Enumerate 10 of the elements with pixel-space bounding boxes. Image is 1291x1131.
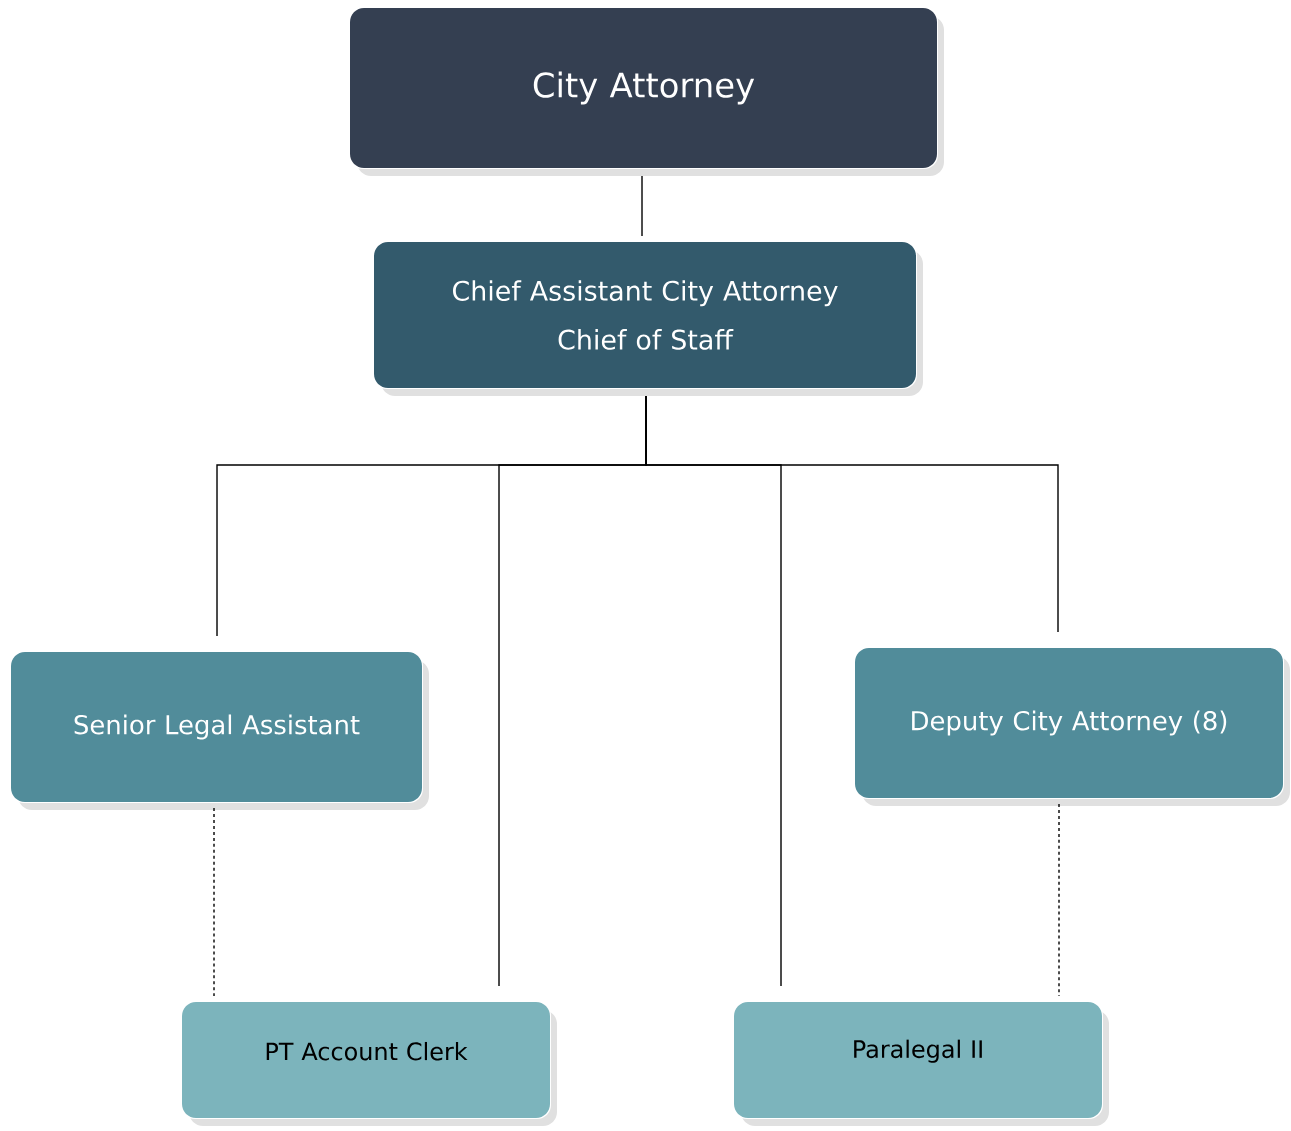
connector-line — [645, 395, 1059, 633]
org-box: Paralegal II — [733, 1001, 1109, 1126]
org-box: Senior Legal Assistant — [10, 651, 429, 810]
connector-line — [1058, 803, 1060, 997]
connector-line — [213, 807, 215, 997]
org-box: Chief Assistant City Attorney Chief of Staff — [373, 241, 923, 396]
org-box: PT Account Clerk — [181, 1001, 557, 1126]
org-box: City Attorney — [349, 7, 944, 176]
connector-line — [641, 175, 643, 237]
org-box: Deputy City Attorney (8) — [854, 647, 1290, 806]
